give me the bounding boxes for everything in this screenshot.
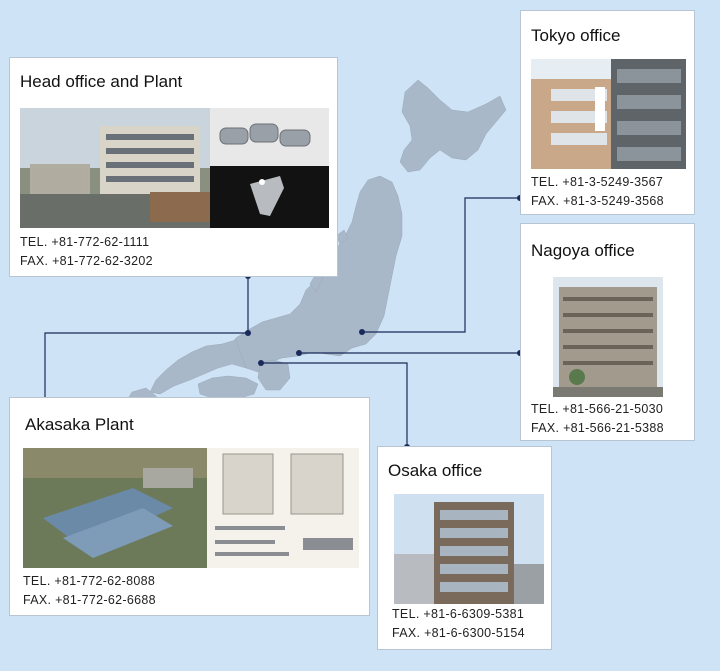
head-office-tel: TEL. +81-772-62-1111	[20, 235, 150, 249]
osaka-office-contact: TEL. +81-6-6309-5381 FAX. +81-6-6300-515…	[392, 605, 525, 643]
nagoya-office-tel: TEL. +81-566-21-5030	[531, 402, 664, 416]
akasaka-plant-aerial-photo	[23, 448, 207, 568]
nagoya-office-card: Nagoya office TEL. +81-566-21-5030 FAX. …	[520, 223, 695, 441]
osaka-office-tel: TEL. +81-6-6309-5381	[392, 607, 525, 621]
head-office-title: Head office and Plant	[20, 72, 183, 91]
osaka-office-card: Osaka office TEL. +81-6-6309-5381 FAX. +…	[377, 446, 552, 650]
osaka-office-fax: FAX. +81-6-6300-5154	[392, 626, 525, 640]
honshu-west	[149, 339, 247, 395]
head-office-card: Head office and Plant TEL. +81-772-62-11…	[9, 57, 338, 277]
shikoku-island	[197, 375, 259, 401]
connector-osaka	[261, 362, 408, 447]
marker-osaka-location	[258, 360, 264, 366]
tokyo-office-title: Tokyo office	[531, 26, 621, 45]
sado-island	[335, 229, 349, 245]
kii-peninsula	[257, 359, 291, 391]
nagoya-office-fax: FAX. +81-566-21-5388	[531, 421, 664, 435]
marker-nagoya-location	[296, 350, 302, 356]
hokkaido-island	[399, 79, 507, 173]
akasaka-plant-card: Akasaka Plant TEL. +81-772-62-8088 FAX. …	[9, 397, 370, 616]
connector-tokyo	[362, 197, 520, 333]
nagoya-office-contact: TEL. +81-566-21-5030 FAX. +81-566-21-538…	[531, 400, 664, 438]
tokyo-office-card: Tokyo office TEL. +81-3-5249-3567 FAX. +…	[520, 10, 695, 215]
marker-head-office-location	[245, 330, 251, 336]
head-office-parts-photo	[210, 108, 329, 166]
osaka-office-title: Osaka office	[388, 461, 483, 480]
connector-head-office	[44, 276, 249, 402]
osaka-office-photo	[394, 494, 544, 604]
akasaka-plant-fax: FAX. +81-772-62-6688	[23, 593, 156, 607]
akasaka-plant-title: Akasaka Plant	[25, 415, 134, 434]
head-office-tool-photo	[210, 166, 329, 228]
head-office-contact: TEL. +81-772-62-1111 FAX. +81-772-62-320…	[20, 233, 153, 271]
head-office-building-photo	[20, 108, 210, 228]
nagoya-office-title: Nagoya office	[531, 241, 635, 260]
marker-tokyo-location	[359, 329, 365, 335]
akasaka-plant-tel: TEL. +81-772-62-8088	[23, 574, 156, 588]
tokyo-office-fax: FAX. +81-3-5249-3568	[531, 194, 664, 208]
tokyo-office-contact: TEL. +81-3-5249-3567 FAX. +81-3-5249-356…	[531, 173, 664, 211]
nagoya-office-photo	[553, 277, 663, 397]
akasaka-plant-machines-photo	[207, 448, 359, 568]
akasaka-plant-contact: TEL. +81-772-62-8088 FAX. +81-772-62-668…	[23, 572, 156, 610]
head-office-fax: FAX. +81-772-62-3202	[20, 254, 153, 268]
tokyo-office-photo	[531, 59, 686, 169]
tokyo-office-tel: TEL. +81-3-5249-3567	[531, 175, 664, 189]
